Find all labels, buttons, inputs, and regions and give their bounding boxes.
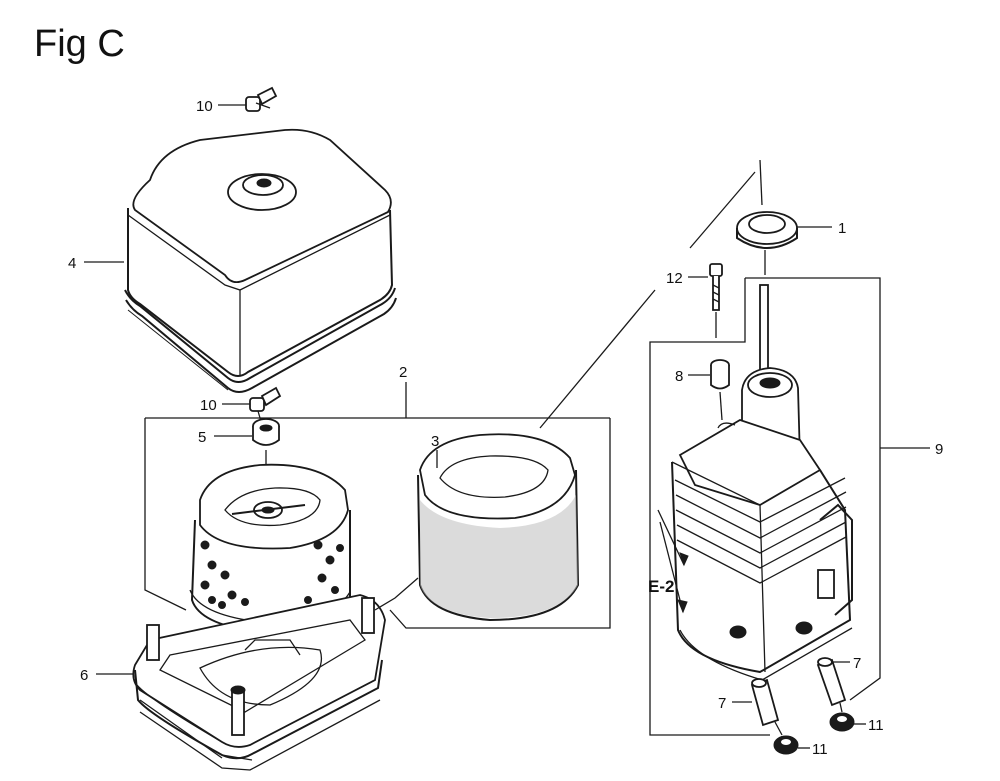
callout-e2: E-2 <box>648 577 674 596</box>
callout-9: 9 <box>935 441 943 458</box>
callout-11-left: 11 <box>812 741 828 758</box>
part-7-pin-left <box>750 678 780 727</box>
callout-3: 3 <box>431 433 439 450</box>
callout-1: 1 <box>838 220 846 237</box>
part-2-bracket <box>144 382 611 629</box>
callout-12: 12 <box>666 270 683 287</box>
e2-reference-arrows <box>657 509 689 614</box>
part-10-middle-wing-nut <box>249 386 282 426</box>
part-air-cleaner-case <box>671 284 853 681</box>
callout-6: 6 <box>80 667 88 684</box>
part-air-filter-element <box>189 463 351 634</box>
part-10-top-wing-nut <box>245 86 278 112</box>
figure-title: Fig C <box>34 23 125 65</box>
part-3-foam-element <box>417 433 580 622</box>
part-4-air-cleaner-cover <box>124 128 397 393</box>
part-8-collar <box>710 359 730 390</box>
part-11-nut-left <box>773 735 799 755</box>
callout-10-top: 10 <box>196 98 213 115</box>
callout-4: 4 <box>68 255 76 272</box>
part-7-pin-right <box>816 657 847 707</box>
part-5-nut <box>252 418 280 446</box>
callout-10-middle: 10 <box>200 397 217 414</box>
callout-8: 8 <box>675 368 683 385</box>
callout-7-right: 7 <box>853 655 861 672</box>
part-1-seal-ring <box>736 211 798 249</box>
callout-2: 2 <box>399 364 407 381</box>
callout-5: 5 <box>198 429 206 446</box>
part-6-air-cleaner-base <box>132 594 386 771</box>
part-11-nut-right <box>829 712 855 732</box>
callout-7-left: 7 <box>718 695 726 712</box>
part-12-screw <box>709 263 723 311</box>
callout-11-right: 11 <box>868 717 884 734</box>
part-9-bracket <box>649 277 881 736</box>
